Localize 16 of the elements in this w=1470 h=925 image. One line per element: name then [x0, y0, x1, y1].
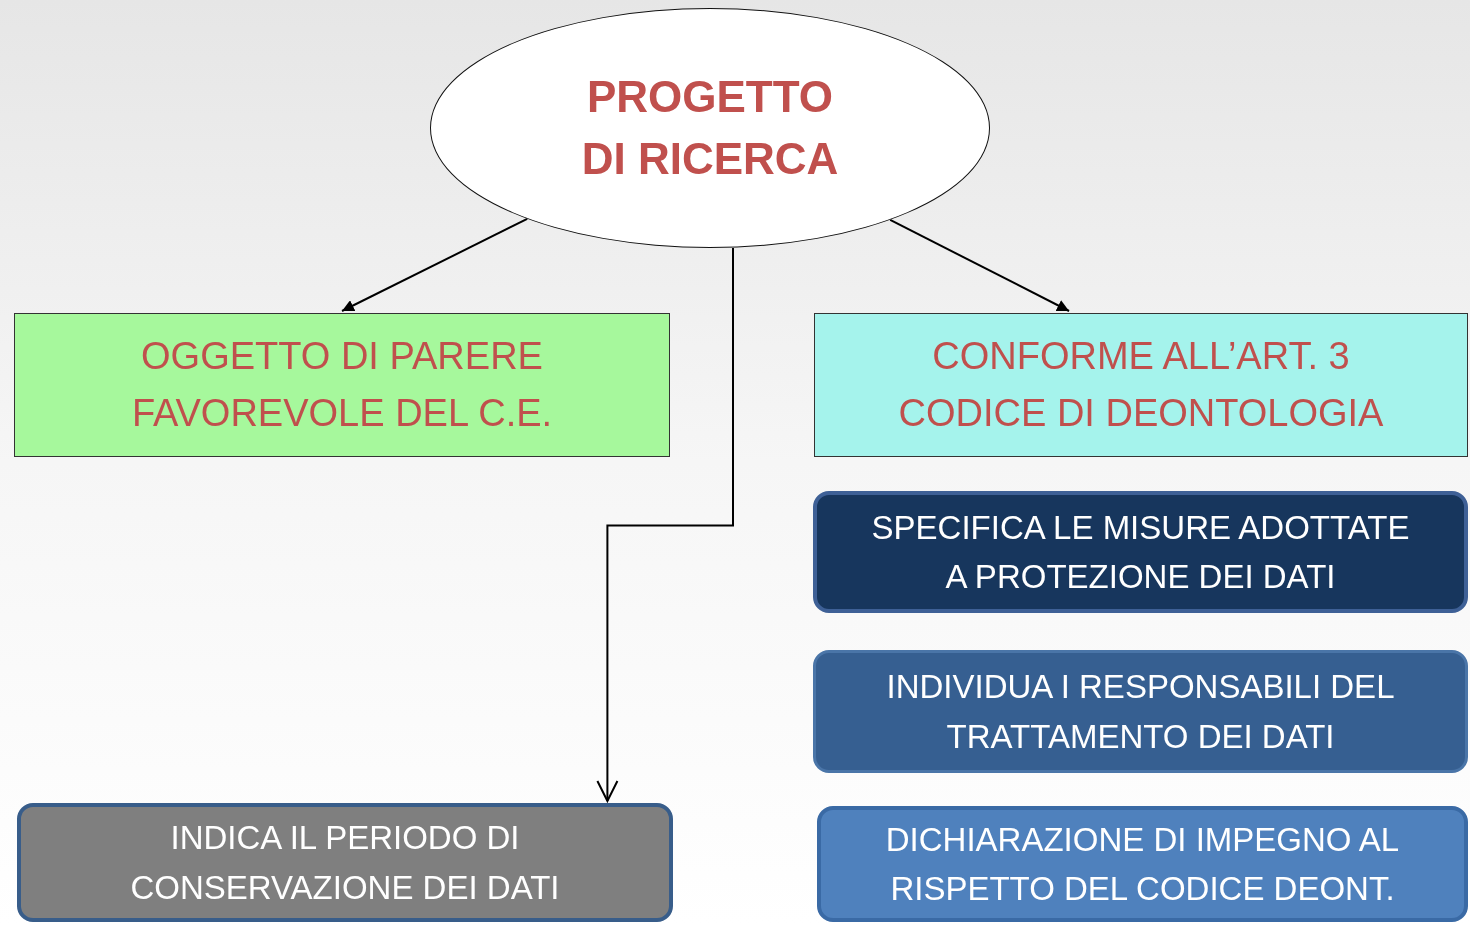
process-box [813, 491, 1468, 613]
process-box [813, 650, 1468, 773]
process-box [17, 803, 673, 922]
node-label: CONFORME ALL’ART. 3 CODICE DI DEONTOLOGIA [897, 334, 1385, 436]
node-label: INDICA IL PERIODO DI CONSERVAZIONE DEI DATI [129, 818, 561, 908]
process-box [817, 806, 1468, 922]
node-label: DICHIARAZIONE DI IMPEGNO AL RISPETTO DEL CODICE DEONT. [884, 819, 1401, 909]
node-label: INDIVIDUA I RESPONSABILI DEL TRATTAMENTO DEI DATI [885, 667, 1396, 757]
node-label: PROGETTO DI RICERCA [580, 71, 840, 185]
node-label: OGGETTO DI PARERE FAVOREVOLE DEL C.E. [130, 334, 554, 436]
arrow [341, 217, 529, 312]
process-box [14, 313, 670, 457]
arrow [889, 218, 1071, 312]
arrow [596, 247, 734, 802]
process-box [814, 313, 1468, 457]
node-label: SPECIFICA LE MISURE ADOTTATE A PROTEZIONE DEI DATI [870, 507, 1411, 597]
